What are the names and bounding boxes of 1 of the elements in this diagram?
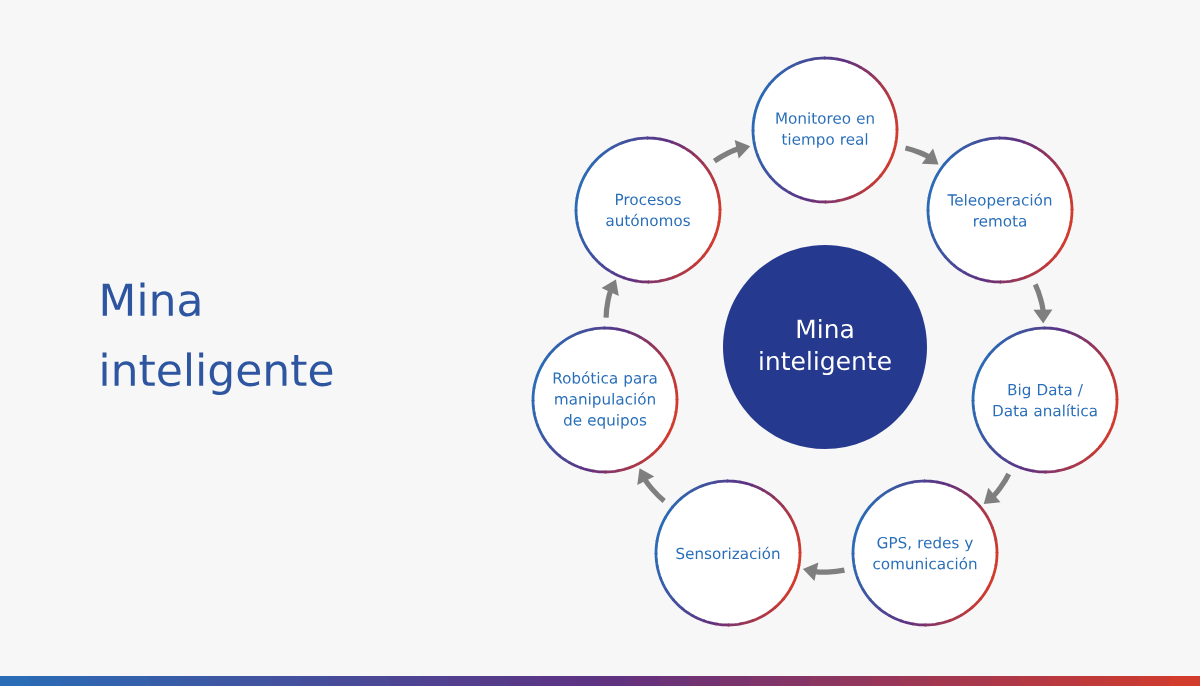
title: Mina inteligente bbox=[102, 282, 333, 395]
